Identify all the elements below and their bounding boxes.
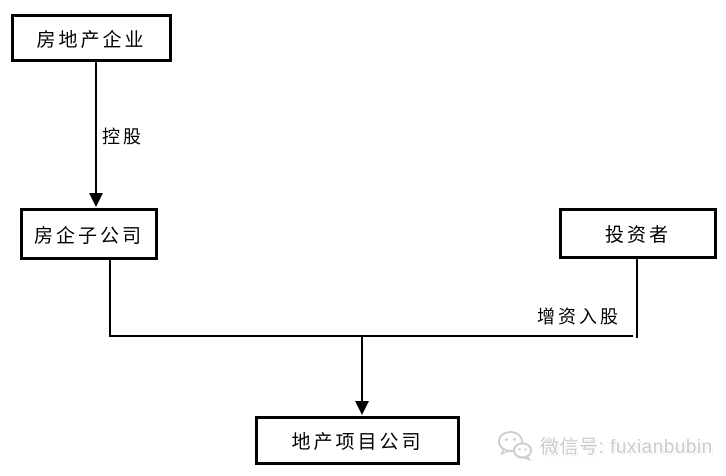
edge-subsidiary-down-line — [109, 260, 111, 337]
node-project-company-label: 地产项目公司 — [291, 432, 424, 453]
edge-join-horizontal-line — [109, 335, 633, 337]
arrowhead-to-subsidiary — [89, 193, 103, 207]
node-project-company: 地产项目公司 — [255, 416, 460, 465]
wechat-icon — [496, 429, 533, 462]
watermark-text: 微信号: fuxianbubin — [540, 437, 713, 458]
arrowhead-to-project — [355, 401, 369, 415]
edge-join-to-project-line — [361, 336, 363, 403]
node-subsidiary-company-label: 房企子公司 — [33, 225, 144, 247]
edge-label-holding: 控股 — [102, 127, 144, 147]
edge-label-capital-increase: 增资入股 — [537, 307, 621, 327]
edge-parent-to-subsidiary-line — [95, 62, 97, 195]
node-investor-label: 投资者 — [604, 225, 671, 246]
node-subsidiary-company: 房企子公司 — [20, 208, 158, 260]
node-real-estate-enterprise-label: 房地产企业 — [36, 29, 147, 51]
node-investor: 投资者 — [559, 208, 717, 259]
watermark: 微信号: fuxianbubin — [496, 429, 713, 462]
edge-investor-down-line — [636, 259, 638, 338]
node-real-estate-enterprise: 房地产企业 — [11, 14, 172, 62]
